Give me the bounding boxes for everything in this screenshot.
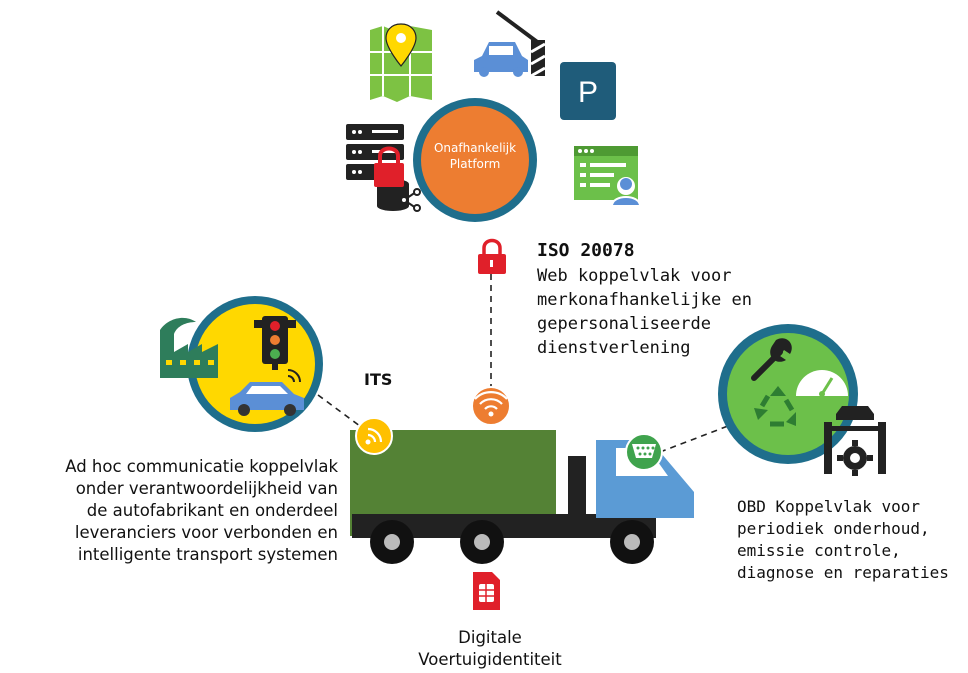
platform-label-line-1: Onafhankelijk xyxy=(433,141,517,155)
its-wifi-icon xyxy=(355,417,393,455)
platform-wifi-icon xyxy=(471,386,511,426)
adhoc-line-4: leveranciers voor verbonden en xyxy=(74,523,338,542)
vehicle-identity-label: Digitale Voertuigidentiteit xyxy=(380,627,600,671)
car-barrier-icon xyxy=(474,10,546,78)
connected-car-icon xyxy=(230,369,304,416)
obd-line-4: diagnose en reparaties xyxy=(737,563,949,582)
sim-card-icon xyxy=(473,572,500,610)
iso-line-4: dienstverlening xyxy=(537,338,691,358)
obd-description: OBD Koppelvlak voor periodiek onderhoud,… xyxy=(737,496,949,584)
browser-user-icon xyxy=(574,146,642,207)
recycle-icon xyxy=(754,386,796,427)
platform-label-line-2: Platform xyxy=(449,157,501,171)
vehicle-identity-line-1: Digitale xyxy=(458,628,522,647)
platform-circle xyxy=(421,106,529,214)
iso-title: ISO 20078 xyxy=(537,240,635,261)
iso-description: Web koppelvlak voor merkonafhankelijke e… xyxy=(537,264,752,360)
factory-icon xyxy=(160,317,218,378)
obd-circle xyxy=(718,324,858,464)
gauge-icon xyxy=(796,370,848,397)
its-label: ITS xyxy=(364,370,393,389)
vehicle-identity-line-2: Voertuigidentiteit xyxy=(418,650,562,669)
traffic-light-icon xyxy=(254,316,296,370)
connector-lines xyxy=(317,274,729,453)
server-lock-icon xyxy=(346,124,421,212)
adhoc-line-2: onder verantwoordelijkheid van xyxy=(75,479,338,498)
iso-line-1: Web koppelvlak voor xyxy=(537,266,732,286)
adhoc-line-5: intelligente transport systemen xyxy=(77,545,338,564)
wrench-icon xyxy=(751,338,792,381)
adhoc-line-3: de autofabrikant en onderdeel xyxy=(86,501,338,520)
parking-letter: P xyxy=(578,76,598,109)
connector-obd-truck xyxy=(659,425,729,453)
iso-line-2: merkonafhankelijke en xyxy=(537,290,752,310)
obd-line-3: emissie controle, xyxy=(737,541,901,560)
car-lift-gear-icon xyxy=(824,406,886,476)
obd-line-2: periodiek onderhoud, xyxy=(737,519,930,538)
truck-wheels xyxy=(370,520,654,564)
adhoc-description: Ad hoc communicatie koppelvlak onder ver… xyxy=(8,456,338,566)
platform-label: Onafhankelijk Platform xyxy=(423,140,527,172)
obd-line-1: OBD Koppelvlak voor xyxy=(737,497,921,516)
obd-connector-icon xyxy=(625,433,663,471)
lock-icon xyxy=(478,238,506,274)
parking-sign-icon: P xyxy=(560,62,616,120)
iso-line-3: gepersonaliseerde xyxy=(537,314,711,334)
map-pin-icon xyxy=(370,23,432,102)
adhoc-line-1: Ad hoc communicatie koppelvlak xyxy=(65,457,338,476)
